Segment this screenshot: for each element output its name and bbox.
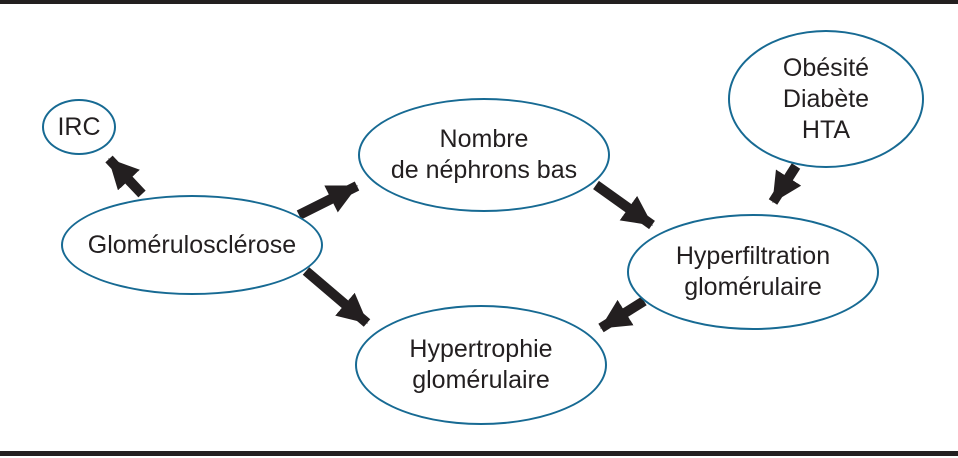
node-label-line: Hyperfiltration [675,242,831,270]
node-glomerulosclerose: Glomérulosclérose [61,195,323,295]
node-hyperfiltration-glomerulaire: Hyperfiltration glomérulaire [627,214,879,330]
arrow-glomerulosclerose-to-hypertrophie [302,267,371,327]
node-label-line: glomérulaire [412,366,550,394]
arrow-obesite-diabete-hta-to-hyperfiltration [768,163,802,205]
node-label-line: Hypertrophie [409,335,553,363]
node-irc: IRC [42,99,116,155]
node-obesite-diabete-hta: Obésité Diabète HTA [728,30,924,168]
node-label-line: Glomérulosclérose [87,230,297,259]
node-hypertrophie-glomerulaire: Hypertrophie glomérulaire [355,305,607,425]
node-label-line: Diabète [782,84,870,113]
node-nombre-nephrons-bas: Nombre de néphrons bas [358,98,610,212]
node-label-line: glomérulaire [684,273,822,301]
bottom-rule [0,451,958,456]
arrow-glomerulosclerose-to-irc [105,155,146,198]
arrow-hyperfiltration-to-hypertrophie [598,296,647,333]
arrow-glomerulosclerose-to-nombre-nephrons-bas [296,181,360,220]
node-label-line: Nombre [439,125,529,153]
arrow-nombre-nephrons-bas-to-hyperfiltration [593,180,655,230]
node-label-line: de néphrons bas [390,156,578,184]
top-rule [0,0,958,4]
node-label-line: Obésité [782,53,870,82]
node-label-line: HTA [801,115,851,144]
node-label-line: IRC [57,112,101,141]
